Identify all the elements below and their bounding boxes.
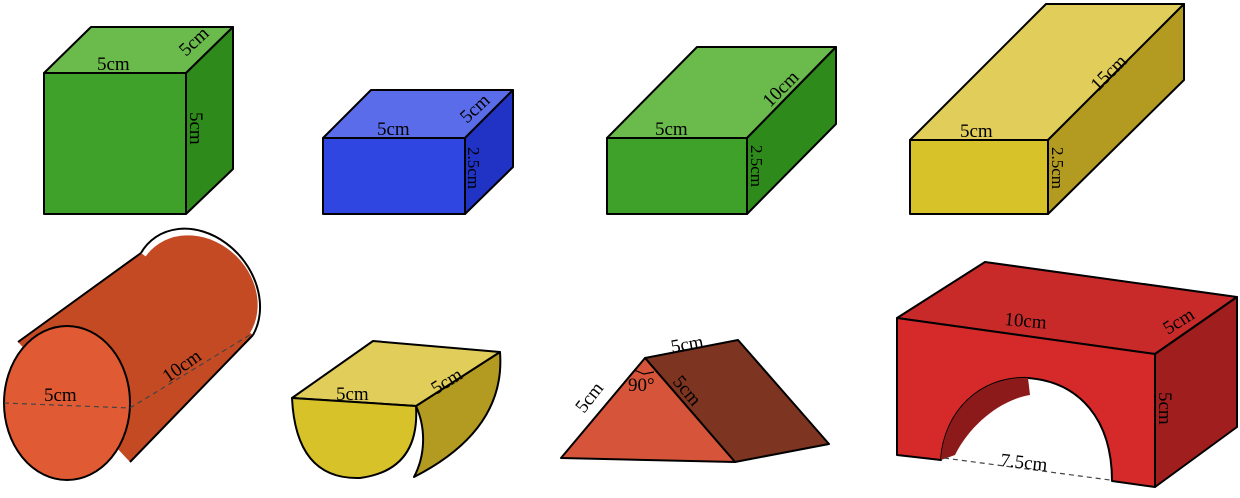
yellow-slab-width-label: 5cm	[960, 121, 993, 142]
prism-right-angle-mark	[633, 369, 655, 375]
blue-width-label: 5cm	[377, 119, 410, 140]
cylinder-length-line	[129, 332, 254, 409]
arch-opening-line	[943, 457, 1111, 481]
orange-cylinder: 5cm 10cm	[3, 227, 262, 481]
blue-front-face	[322, 137, 466, 215]
cylinder-outline	[17, 252, 254, 463]
blue-block: 5cm 5cm 2.5cm	[322, 89, 514, 215]
green-slab-front-face	[606, 137, 748, 215]
triangular-prism: 5cm 90° 5cm 5cm	[560, 332, 830, 463]
cylinder-back-cap	[136, 235, 258, 357]
green-slab-height-label: 2.5cm	[747, 145, 766, 187]
prism-angle-label: 90°	[628, 375, 655, 396]
red-arch: 10cm 5cm 5cm 7.5cm	[896, 261, 1238, 488]
green-slab-width-label: 5cm	[655, 119, 688, 140]
green-slab: 5cm 10cm 2.5cm	[606, 46, 837, 215]
arch-inner-shadow	[941, 377, 1030, 460]
cylinder-back-cap-edge	[140, 227, 262, 336]
cylinder-diameter-label: 5cm	[44, 385, 77, 406]
yellow-slab: 5cm 15cm 2.5cm	[909, 3, 1185, 215]
arch-opening-label: 7.5cm	[999, 450, 1048, 476]
half-cylinder-curved-side	[413, 351, 502, 478]
half-cylinder-front-face	[291, 397, 418, 480]
cylinder-diameter-line	[3, 402, 131, 409]
arch-width-label: 10cm	[1004, 309, 1048, 334]
green-cube: 5cm 5cm 5cm	[43, 23, 234, 215]
yellow-slab-front-face	[909, 139, 1049, 215]
yellow-slab-height-label: 2.5cm	[1048, 147, 1067, 189]
arch-height-label: 5cm	[1154, 392, 1175, 425]
prism-front-face	[560, 357, 736, 463]
blue-height-label: 2.5cm	[464, 147, 483, 189]
half-cylinder-width-label: 5cm	[336, 384, 369, 405]
cube-width-label: 5cm	[97, 54, 130, 75]
cube-height-label: 5cm	[185, 112, 206, 145]
cube-front-face	[43, 72, 187, 215]
yellow-half-cylinder: 5cm 5cm	[291, 340, 502, 480]
